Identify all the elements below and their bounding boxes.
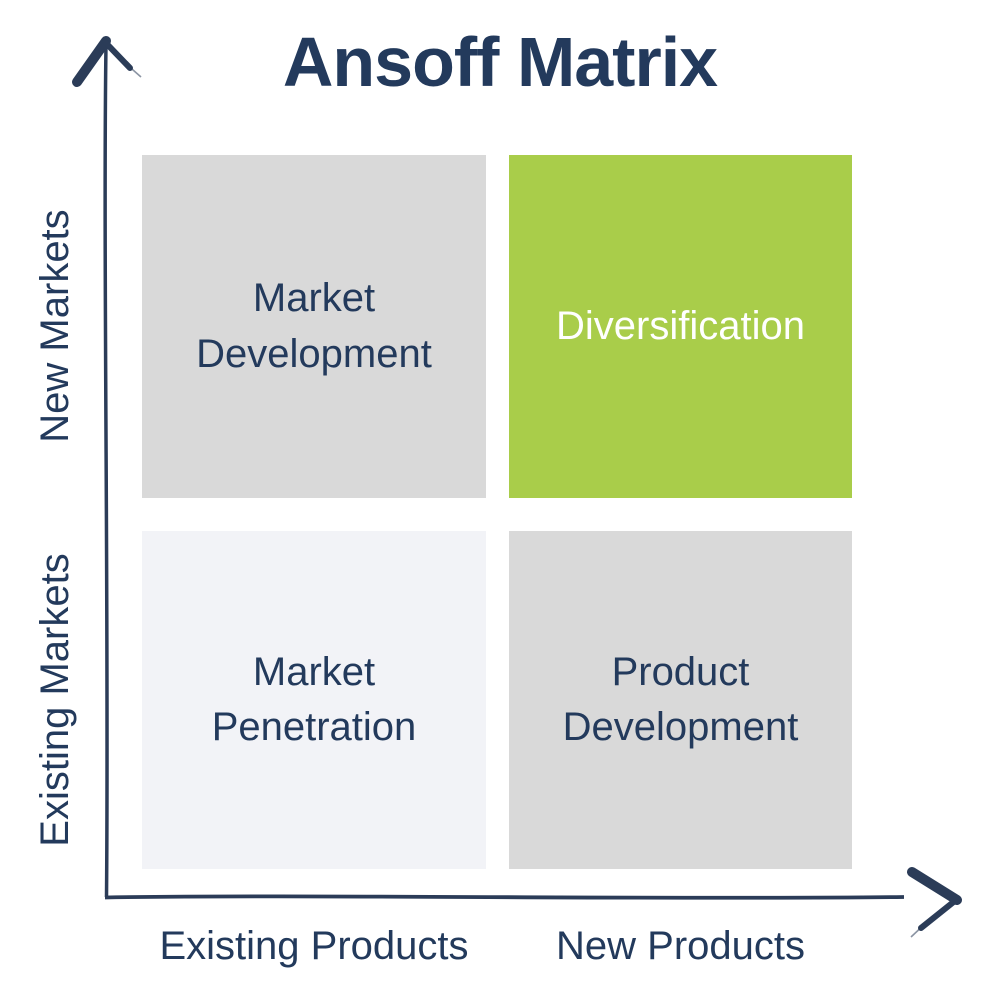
x-axis-label-new-products: New Products — [556, 924, 805, 968]
y-axis-label-existing-markets: Existing Markets — [33, 553, 77, 847]
right-arrow-icon — [907, 867, 962, 938]
quadrant-market-development: Market Development — [142, 155, 486, 498]
x-axis-label-existing-products: Existing Products — [159, 924, 469, 968]
quadrant-label: Market Penetration — [211, 649, 417, 749]
x-axis — [104, 867, 962, 938]
quadrant-product-development: Product Development — [509, 531, 852, 869]
quadrant-diversification: Diversification — [509, 155, 852, 498]
quadrant-label: Market Development — [196, 276, 432, 376]
up-arrow-icon — [72, 36, 142, 87]
quadrant-market-penetration: Market Penetration — [142, 531, 486, 869]
y-axis — [72, 36, 142, 898]
page-title: Ansoff Matrix — [282, 23, 718, 101]
quadrant-label: Diversification — [556, 303, 805, 348]
y-axis-label-new-markets: New Markets — [33, 209, 77, 443]
quadrant-label: Product Development — [562, 649, 799, 749]
